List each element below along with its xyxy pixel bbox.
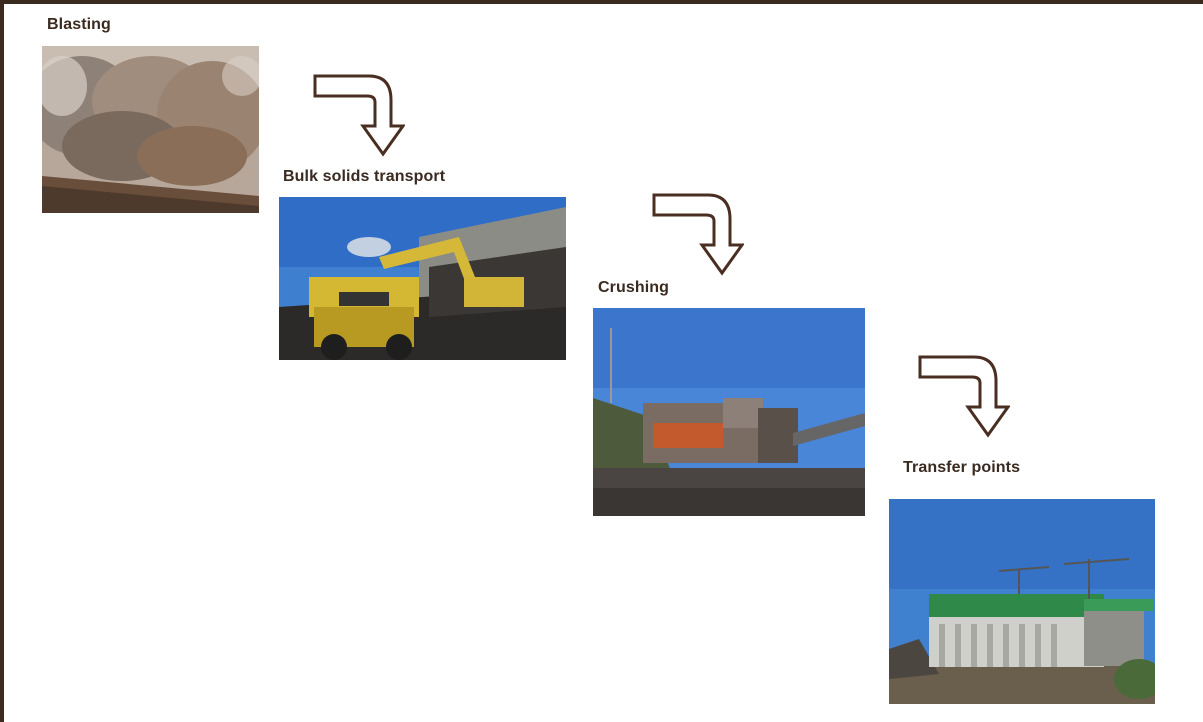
transfer-point-building-photo	[889, 499, 1155, 704]
bent-down-arrow-icon	[918, 355, 1010, 439]
bent-down-arrow-icon	[313, 74, 405, 158]
bent-down-arrow-icon	[652, 193, 744, 277]
step-label-bulk-solids-transport: Bulk solids transport	[283, 168, 446, 185]
step-label-blasting: Blasting	[47, 16, 111, 33]
haul-truck-excavator-photo	[279, 197, 566, 360]
crushing-plant-photo	[593, 308, 865, 516]
step-label-crushing: Crushing	[598, 279, 670, 296]
step-label-transfer-points: Transfer points	[903, 459, 1021, 476]
blasting-photo	[42, 46, 259, 213]
